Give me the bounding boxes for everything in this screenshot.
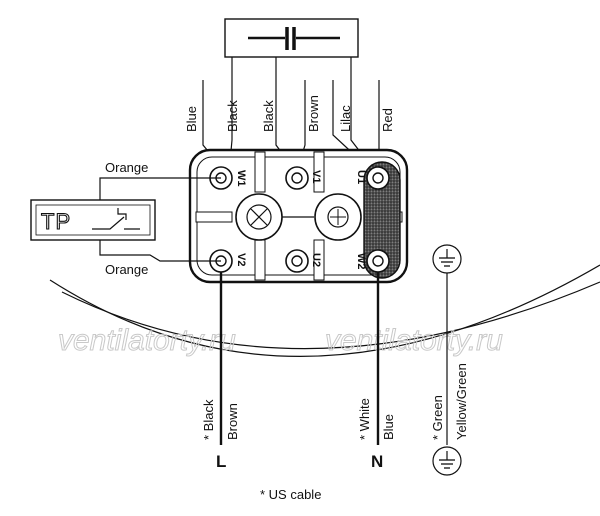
housing-arc-inner [61,281,600,350]
terminal-block: W1 V1 U1 V2 U2 W2 [188,148,409,284]
terminal-label-w1: W1 [235,170,247,187]
watermark-right: ventilatorty.ru [325,324,503,357]
label-red: Red [380,108,395,132]
terminal-label-u2: U2 [310,253,322,267]
ground-icon [432,244,462,274]
label-blue: Blue [184,106,199,132]
wire-orange-bottom [99,240,221,262]
line-l-label: L [216,452,226,471]
terminal-u1 [366,166,390,190]
label-pe-us: * Green [430,395,445,440]
terminal-label-u1: U1 [355,170,367,184]
label-n-us: * White [357,398,372,440]
label-brown: Brown [306,95,321,132]
label-l-us: * Black [201,399,216,440]
label-black-1: Black [225,100,240,132]
terminal-bottom-mid [285,249,309,273]
thermal-switch-icon [92,208,140,230]
label-orange-bottom: Orange [105,262,148,277]
ground-icon [432,446,462,476]
terminal-label-v2: V2 [235,253,247,266]
terminal-label-v1: V1 [310,170,322,183]
label-n: Blue [381,414,396,440]
label-l: Brown [225,403,240,440]
capacitor-icon [224,18,359,58]
terminal-bottom-right [366,249,390,273]
label-black-2: Black [261,100,276,132]
wire-orange-top [99,177,221,200]
housing-arc-outer [49,264,600,358]
terminal-label-w2: W2 [355,253,367,270]
label-lilac: Lilac [338,105,353,132]
thermal-protector-label: TP [41,209,71,234]
thermal-protector: TP [30,199,156,241]
line-n-label: N [371,452,383,471]
label-orange-top: Orange [105,160,148,175]
label-pe: Yellow/Green [454,363,469,440]
terminal-v1 [285,166,309,190]
bridge-link [363,161,401,279]
watermark-left: ventilatorty.ru [58,324,236,357]
footnote: * US cable [260,487,321,502]
